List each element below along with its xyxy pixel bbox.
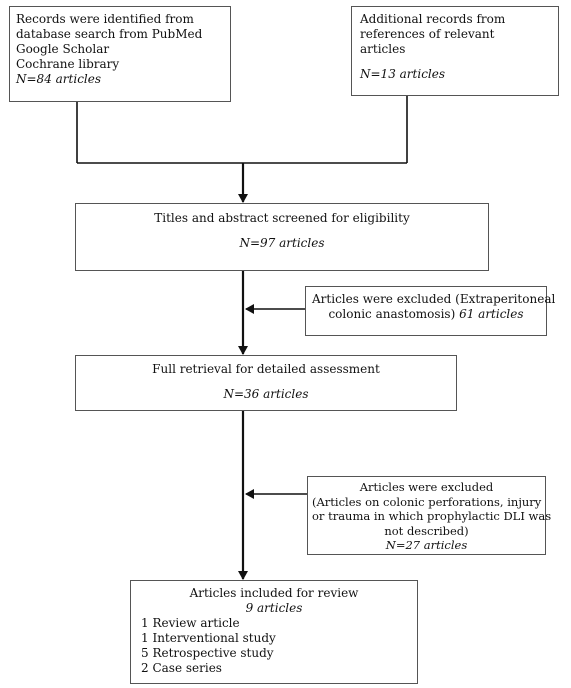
- screening-count: N=97 articles: [239, 236, 325, 250]
- included-title: Articles included for review: [189, 586, 359, 600]
- exclusion-2-line-2: (Articles on colonic perforations, injur…: [312, 494, 542, 509]
- included-count: 9 articles: [245, 601, 303, 615]
- records-line-4: Cochrane library: [16, 57, 120, 71]
- included-item-2: 1 Interventional study: [141, 631, 276, 645]
- full-retrieval-title: Full retrieval for detailed assessment: [152, 362, 380, 376]
- exclusion-1-reason: colonic anastomosis): [328, 307, 456, 321]
- exclusion-1-line-2: colonic anastomosis) 61 articles: [312, 307, 540, 322]
- records-line-3: Google Scholar: [16, 42, 110, 56]
- included-item-3: 5 Retrospective study: [141, 646, 274, 660]
- additional-line-3: articles: [360, 42, 406, 56]
- exclusion-box-2: Articles were excluded (Articles on colo…: [307, 476, 552, 555]
- exclusion-2-line-3: or trauma in which prophylactic DLI was: [312, 509, 552, 523]
- records-line-2: database search from PubMed: [16, 27, 203, 41]
- additional-line-1: Additional records from: [360, 12, 506, 26]
- additional-line-2: references of relevant: [360, 27, 495, 41]
- additional-count: N=13 articles: [360, 67, 446, 81]
- included-box: Articles included for review 9 articles …: [130, 580, 418, 684]
- records-count: N=84 articles: [16, 72, 102, 86]
- full-retrieval-box: Full retrieval for detailed assessment N…: [75, 355, 457, 411]
- additional-records-box: Additional records from references of re…: [351, 6, 559, 96]
- exclusion-2-line-1: Articles were excluded: [359, 480, 494, 494]
- screening-box: Titles and abstract screened for eligibi…: [75, 203, 489, 271]
- records-identified-box: Records were identified from database se…: [9, 6, 231, 102]
- exclusion-2-count: N=27 articles: [385, 538, 468, 552]
- exclusion-2-line-4: not described): [384, 523, 469, 538]
- exclusion-box-1: Articles were excluded (Extraperitoneal …: [305, 286, 556, 336]
- exclusion-1-count: 61 articles: [459, 307, 524, 321]
- included-item-4: 2 Case series: [141, 661, 222, 675]
- included-item-1: 1 Review article: [141, 616, 240, 630]
- full-retrieval-count: N=36 articles: [223, 387, 309, 401]
- records-line-1: Records were identified from: [16, 12, 194, 26]
- exclusion-1-line-1: Articles were excluded (Extraperitoneal: [312, 292, 556, 306]
- screening-title: Titles and abstract screened for eligibi…: [154, 211, 410, 225]
